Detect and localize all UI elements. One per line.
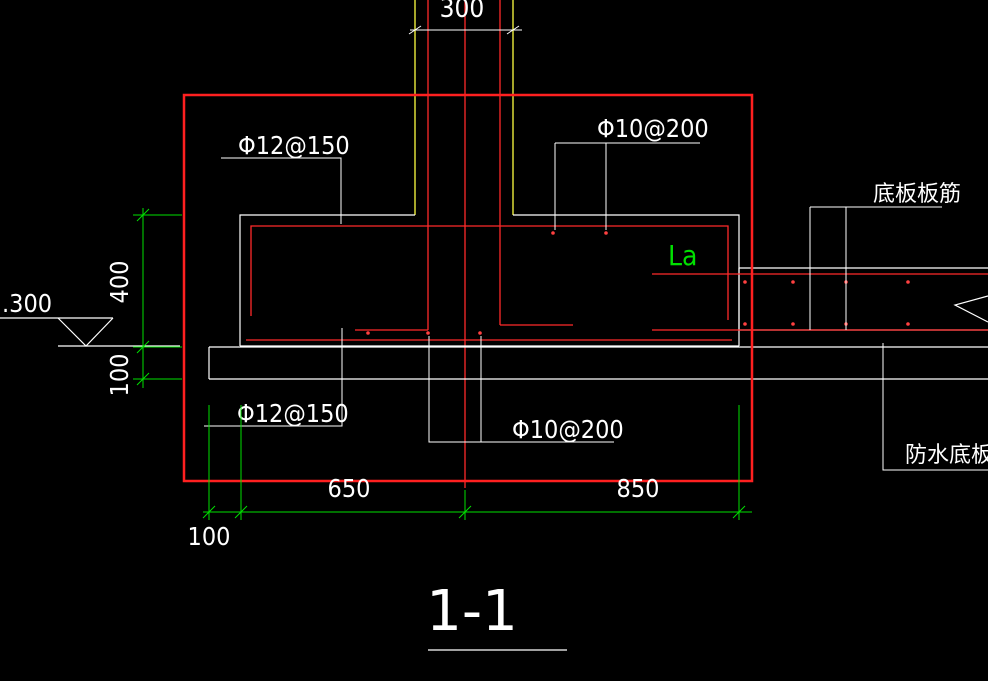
leader-bottom-right bbox=[428, 336, 614, 443]
leader-bottom-left bbox=[204, 328, 343, 427]
section-title: 1-1 bbox=[426, 579, 517, 644]
elevation-marker bbox=[0, 317, 180, 347]
label-slab-rebar: 底板板筋 bbox=[873, 182, 961, 207]
depth-upper-label: 400 bbox=[105, 261, 134, 304]
footing-rebar-dots bbox=[366, 231, 608, 335]
horizontal-dimension-chain bbox=[202, 405, 752, 520]
slab-rebar-dots bbox=[743, 280, 910, 326]
label-waterproof-slab: 防水底板 bbox=[905, 443, 988, 468]
label-top-right: Φ10@200 bbox=[597, 114, 709, 143]
wall-width-label: 300 bbox=[440, 0, 485, 24]
anchorage-label: La bbox=[668, 239, 697, 272]
slab-outline bbox=[738, 267, 988, 331]
edge-offset-label: 100 bbox=[188, 522, 231, 551]
footing-rebar bbox=[246, 225, 732, 341]
base-left-label: 650 bbox=[328, 474, 371, 503]
leader-top-right bbox=[554, 142, 700, 230]
label-bottom-right: Φ10@200 bbox=[512, 415, 624, 444]
leader-top-left bbox=[221, 157, 342, 224]
highlight-box bbox=[182, 93, 754, 483]
depth-lower-label: 100 bbox=[105, 354, 134, 397]
footing-outline bbox=[239, 214, 740, 347]
slab-rebar bbox=[652, 273, 988, 331]
wall-outline bbox=[414, 0, 514, 215]
label-bottom-left: Φ12@150 bbox=[237, 399, 349, 428]
vertical-dimension-chain bbox=[133, 208, 182, 388]
waterproof-base-slab bbox=[208, 346, 988, 380]
label-top-left: Φ12@150 bbox=[238, 131, 350, 160]
wall-width-dimension bbox=[408, 25, 522, 35]
wall-rebar bbox=[355, 0, 573, 488]
base-right-label: 850 bbox=[617, 474, 660, 503]
leader-waterproof-slab bbox=[882, 343, 988, 471]
elevation-label: .300 bbox=[2, 289, 52, 318]
leader-slab-rebar bbox=[809, 206, 942, 330]
